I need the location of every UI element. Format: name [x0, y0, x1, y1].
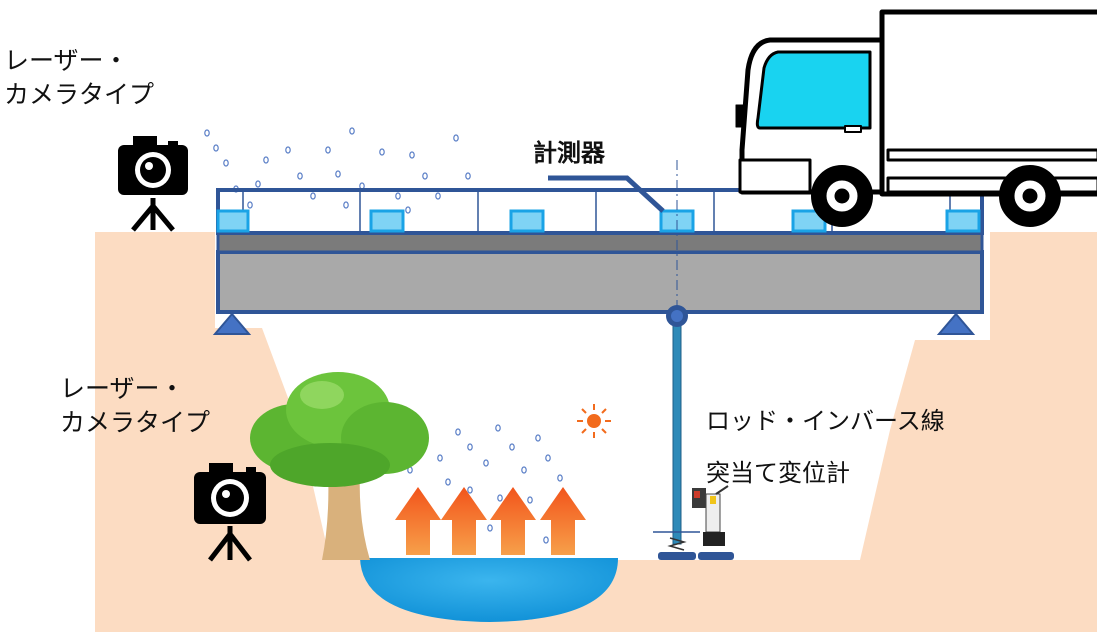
- contact-gauge-label: 突当て変位計: [706, 459, 850, 487]
- upward-arrow-icon: [490, 487, 536, 555]
- support-right: [936, 312, 976, 335]
- camera-label-top-line2: カメラタイプ: [4, 80, 155, 109]
- sensor-callout-line: [548, 175, 665, 213]
- support-left: [212, 312, 252, 335]
- truck-icon: [735, 9, 1097, 227]
- sensor-box-icon: [216, 209, 250, 233]
- camera-label-top-line1: レーザー・: [4, 46, 129, 75]
- camera-label-bottom-line2: カメラタイプ: [60, 408, 211, 437]
- rod-inverse-label: ロッド・インバース線: [706, 407, 945, 435]
- tripod-icon: [208, 526, 252, 562]
- sun-icon: [577, 404, 611, 438]
- displacement-gauge-icon: [692, 485, 734, 560]
- sensor-box-icon: [369, 209, 405, 233]
- sensor-box-icon: [945, 209, 981, 233]
- camera-label-top: レーザー・ カメラタイプ: [4, 44, 154, 112]
- tree-icon: [250, 372, 429, 560]
- tripod-icon: [131, 198, 175, 232]
- bridge-girder: [216, 250, 984, 314]
- camera-label-bottom-line1: レーザー・: [60, 374, 185, 403]
- rod-inverse-wire: [653, 305, 700, 560]
- sensor-box-icon: [509, 209, 545, 233]
- sensor-label: 計測器: [533, 139, 605, 167]
- vapor-bubbles-top: [204, 127, 471, 214]
- vapor-bubbles-bottom: [407, 424, 563, 544]
- bridge-deck: [216, 231, 984, 254]
- camera-icon: [194, 463, 266, 524]
- upward-arrow-icon: [395, 487, 441, 555]
- sensor-boxes: [216, 209, 981, 233]
- upward-arrow-icon: [540, 487, 586, 555]
- water-pond: [360, 558, 618, 622]
- upward-arrow-icon: [441, 487, 487, 555]
- camera-label-bottom: レーザー・ カメラタイプ: [60, 372, 210, 440]
- camera-top: [118, 136, 188, 232]
- camera-icon: [118, 136, 188, 195]
- upward-arrows: [395, 487, 586, 555]
- camera-bottom: [194, 463, 266, 562]
